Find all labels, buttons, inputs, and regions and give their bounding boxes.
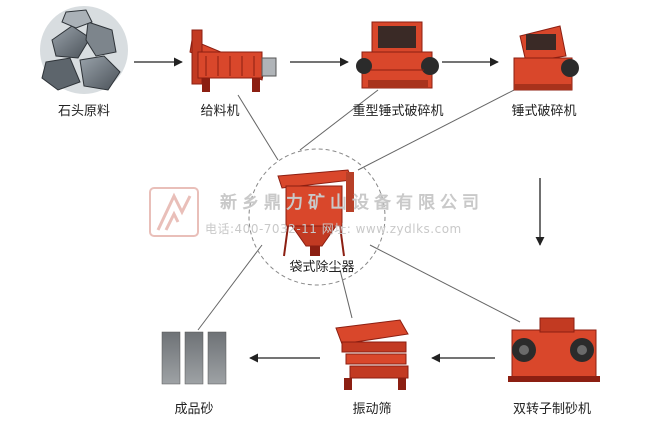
label-raw-stone: 石头原料: [57, 104, 111, 119]
label-hammer-crusher: 锤式破碎机: [511, 104, 577, 119]
watermark-company: 新乡鼎力矿山设备有限公司: [220, 193, 484, 213]
connector-double-rotor: [369, 244, 521, 323]
connector-feeder: [237, 94, 279, 161]
label-vibrating-screen: 振动筛: [352, 402, 392, 417]
hammer-crusher-image: [513, 25, 579, 91]
flow-arrows: [134, 57, 545, 363]
connector-vibrating-screen: [339, 269, 353, 319]
raw-stone-image: [40, 6, 128, 94]
connector-hammer-crusher: [357, 87, 519, 171]
double-rotor-sand-maker-image: [508, 317, 600, 382]
label-heavy-hammer-crusher: 重型锤式破碎机: [352, 104, 444, 119]
label-feeder: 给料机: [200, 104, 240, 119]
feeder-image: [189, 29, 277, 92]
label-finished-sand: 成品砂: [174, 402, 214, 417]
heavy-hammer-crusher-image: [356, 21, 439, 89]
connector-heavy-crusher: [299, 89, 379, 151]
dust-connectors: [197, 87, 521, 331]
dust-collector-image: [277, 169, 354, 257]
dust-collector-circle: [248, 148, 386, 286]
finished-sand-image: [161, 331, 227, 385]
vibrating-screen-image: [335, 319, 409, 390]
watermark-logo: [149, 187, 199, 237]
label-double-rotor-sand-maker: 双转子制砂机: [512, 402, 592, 417]
watermark-contact: 电话:400-7032-11 网址: www.zydlks.com: [205, 222, 462, 236]
label-dust-collector: 袋式除尘器: [289, 260, 355, 275]
connector-finished-sand: [197, 244, 263, 331]
